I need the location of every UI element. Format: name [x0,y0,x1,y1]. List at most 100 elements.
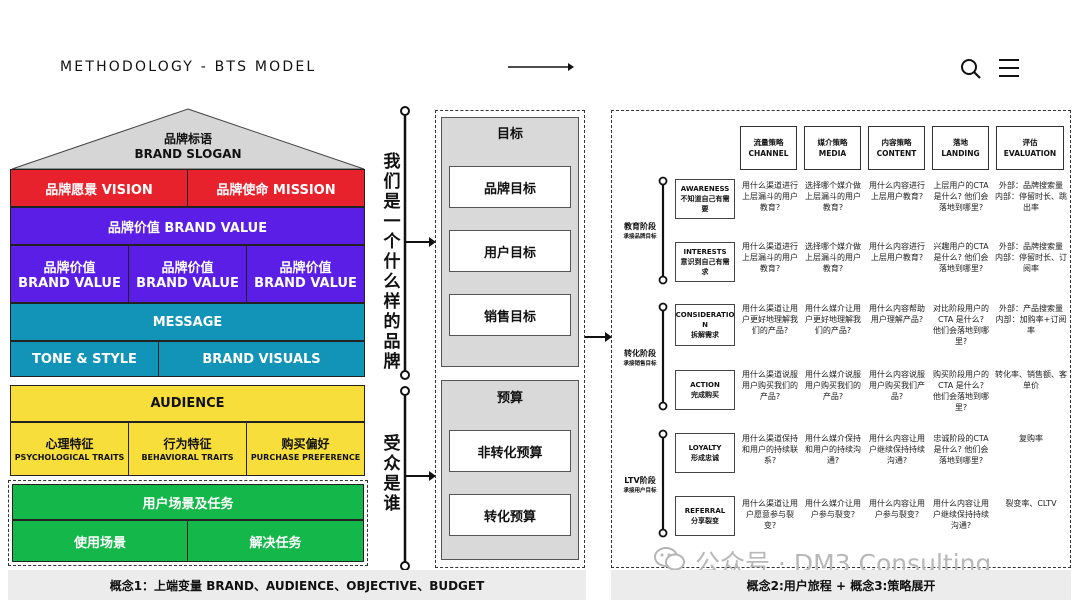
table-cell: 用什么渠道说服用户购买我们的产品? [742,370,798,401]
column-en: LANDING [941,149,980,158]
column-cn: 内容策略 [881,138,912,147]
trait-en: PURCHASE PREFERENCE [250,453,361,462]
table-cell: 选择哪个媒介做上层漏斗的用户教育? [805,181,861,212]
stage-en: AWARENESS [680,185,730,193]
table-cell: 用什么媒介说服用户购买我们的产品? [805,370,861,401]
use-scene-band: 使用场景 [12,520,188,562]
table-cell: 用什么内容让用户继续保持持续沟通? [933,499,989,530]
table-cell: 外部：产品搜索量 内部：加购率+订阅率 [995,304,1067,335]
goal-brand: 品牌目标 [449,166,571,208]
message-band: MESSAGE [10,303,365,341]
budget-conversion: 转化预算 [449,494,571,536]
search-icon[interactable] [959,57,983,81]
table-cell: 上层用户的CTA 是什么? 他们会落地到哪里? [933,181,989,212]
column-header-media: 媒介策略 MEDIA [804,126,861,170]
stage-en: LOYALTY [688,444,722,452]
mission-band: 品牌使命 MISSION [187,169,365,207]
budget-non-conversion: 非转化预算 [449,430,571,472]
strategy-group [611,110,1071,568]
phase-brackets [658,176,668,538]
column-en: EVALUATION [1003,149,1057,158]
trait-cn: 购买偏好 [281,437,330,451]
stage-consideration: CONSIDERATIO N 拆解需求 [675,304,735,346]
trait-behavioral: 行为特征 BEHAVIORAL TRAITS [128,422,247,476]
stage-cn: 意识到自己有需求 [680,258,730,276]
middle-group [435,110,585,568]
footer-left: 概念1：上端变量 BRAND、AUDIENCE、OBJECTIVE、BUDGET [8,570,586,600]
table-cell: 购买阶段用户的 CTA 是什么? 他们会落地到哪里? [933,370,989,412]
brand-value-en: BRAND VALUE [18,276,121,291]
budget-title: 预算 [496,390,523,406]
scenario-band: 用户场景及任务 [12,484,364,520]
brand-value-cell: 品牌价值 BRAND VALUE [128,245,247,303]
stage-awareness: AWARENESS 不知道自己有需要 [675,179,735,219]
column-en: CONTENT [876,149,917,158]
stage-en: REFERRAL [684,507,726,515]
goal-user: 用户目标 [449,230,571,272]
trait-en: BEHAVIORAL TRAITS [141,453,234,462]
brand-value-cn: 品牌价值 [43,261,96,276]
stage-interests: INTERESTS 意识到自己有需求 [675,242,735,282]
table-cell: 用什么渠道进行上层漏斗的用户教育? [742,181,798,212]
table-cell: 用什么内容让用户继续保持持续沟通? [869,434,925,465]
table-cell: 用什么媒介让用户更好地理解我们的产品? [805,304,861,335]
stage-cn: 形成忠诚 [691,454,719,462]
stage-en-cont: N [702,321,708,329]
table-cell: 用什么渠道让用户更好地理解我们的产品? [742,304,798,335]
table-cell: 转化率、销售额、客单价 [995,370,1067,390]
brand-value-band: 品牌价值 BRAND VALUE [10,207,365,245]
trait-en: PSYCHOLOGICAL TRAITS [14,453,125,462]
stage-referral: REFERRAL 分享裂变 [675,496,735,536]
trait-purchase: 购买偏好 PURCHASE PREFERENCE [246,422,365,476]
stage-cn: 不知道自己有需要 [680,195,730,213]
column-cn: 评估 [1022,138,1038,147]
phase-sub: 承接用户目标 [623,488,657,494]
page-title: METHODOLOGY - BTS MODEL [60,59,317,75]
tone-style-band: TONE & STYLE [10,341,159,377]
table-cell: 对比阶段用户的 CTA 是什么? 他们会落地到哪里? [933,304,989,346]
brand-value-cn: 品牌价值 [279,261,332,276]
trait-cn: 行为特征 [163,437,212,451]
stage-en: INTERESTS [683,248,727,256]
slogan-en: BRAND SLOGAN [134,146,242,161]
phase-name: 转化阶段 [624,349,656,358]
phase-ltv: LTV阶段 承接用户目标 [612,475,668,497]
brand-value-cell: 品牌价值 BRAND VALUE [246,245,365,303]
solve-task-band: 解决任务 [187,520,364,562]
column-cn: 媒介策略 [817,138,848,147]
question-audience: 受众是谁 [383,434,401,514]
stage-en: CONSIDERATIO [675,311,735,319]
phase-name: 教育阶段 [624,222,656,231]
table-cell: 裂变率、CLTV [1005,499,1057,508]
stage-cn: 拆解需求 [691,331,719,339]
table-cell: 忠诚阶段的CTA是什么? 他们会落地到哪里? [933,434,989,465]
table-cell: 用什么媒介让用户参与裂变? [805,499,861,519]
phase-sub: 承接品牌目标 [623,234,657,240]
column-en: MEDIA [818,149,847,158]
brand-value-cn: 品牌价值 [161,261,214,276]
table-cell: 外部：品牌搜索量 内部：停留时长、订阅率 [995,242,1067,273]
table-cell: 用什么渠道进行上层漏斗的用户教育? [742,242,798,273]
stage-action: ACTION 完成购买 [675,370,735,410]
footer-right: 概念2:用户旅程 + 概念3:策略展开 [611,570,1071,600]
table-cell: 用什么内容让用户参与裂变? [869,499,925,519]
question-brand: 我们是一个什么样的品牌 [383,152,401,372]
table-cell: 用什么内容进行上层用户教育? [869,242,925,262]
table-cell: 用什么内容进行上层用户教育? [869,181,925,201]
brand-visuals-band: BRAND VISUALS [158,341,365,377]
table-cell: 复购率 [1019,434,1043,443]
trait-psychological: 心理特征 PSYCHOLOGICAL TRAITS [10,422,129,476]
column-header-evaluation: 评估 EVALUATION [996,126,1064,170]
table-cell: 用什么内容说服用户购买我们产品? [869,370,925,401]
phase-conversion: 转化阶段 承接销售目标 [612,348,668,370]
menu-icon[interactable] [998,58,1020,78]
table-cell: 兴趣用户的CTA 是什么? 他们会落地到哪里? [933,242,989,273]
brand-value-en: BRAND VALUE [136,276,239,291]
column-header-content: 内容策略 CONTENT [868,126,925,170]
middle-connectors [400,106,436,571]
column-header-landing: 落地 LANDING [932,126,989,170]
wechat-logo-icon [654,547,685,571]
vision-band: 品牌愿景 VISION [10,169,188,207]
table-cell: 用什么渠道让用户愿意参与裂变? [742,499,798,530]
arrow-right-icon [508,63,574,71]
